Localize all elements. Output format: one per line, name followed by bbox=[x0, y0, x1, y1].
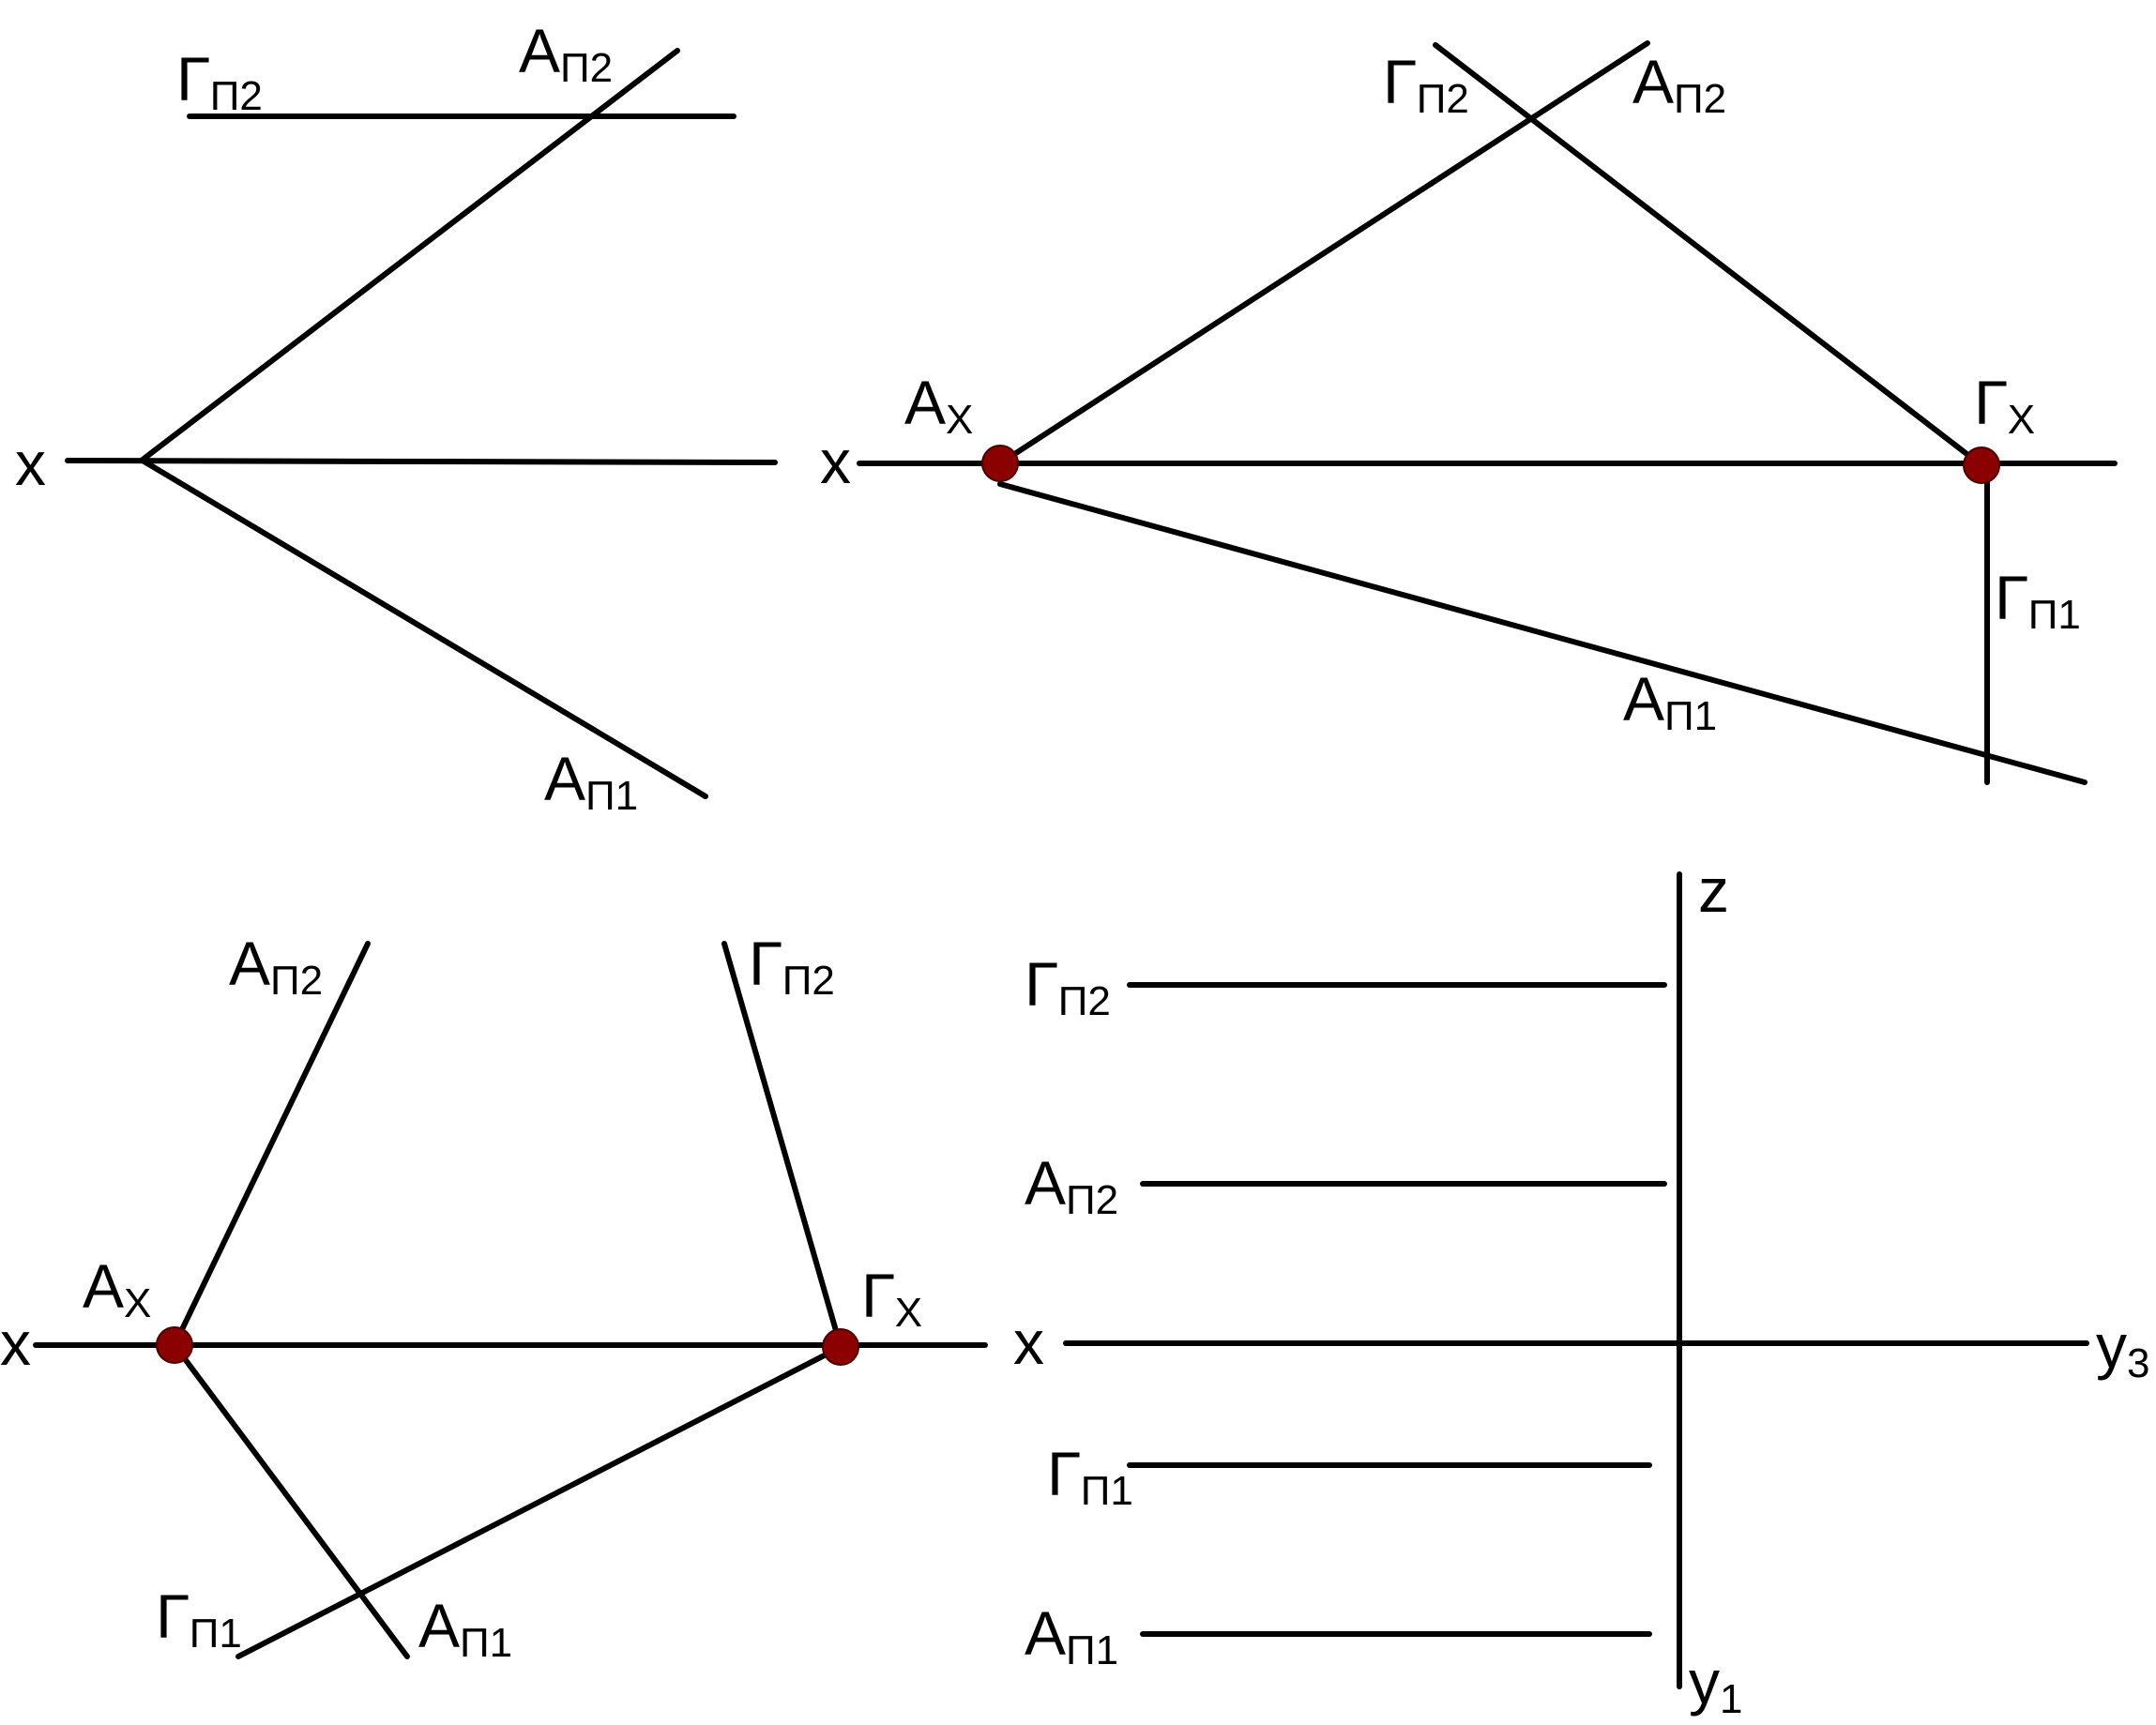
d3-g-p2-label: ГП2 bbox=[749, 929, 835, 1004]
d3-a-p1-label: АП1 bbox=[418, 1591, 512, 1666]
d2-g-p2-trace bbox=[1433, 42, 1984, 468]
d3-g-p2-trace bbox=[721, 941, 843, 1350]
d3-g-p1-trace bbox=[235, 1344, 843, 1659]
d2-g-x-point bbox=[1963, 446, 2000, 484]
diagram-1: x ГП2 АП2 АП1 bbox=[15, 16, 778, 819]
diagram-4: z x y3 y1 ГП2 АП2 ГП1 АП1 bbox=[1013, 855, 2149, 1722]
d2-g-p2-label: ГП2 bbox=[1383, 47, 1469, 122]
d4-a-p1-label: АП1 bbox=[1025, 1598, 1118, 1673]
d1-x-axis-label: x bbox=[15, 429, 46, 498]
d2-a-p1-label: АП1 bbox=[1623, 664, 1717, 739]
d3-a-x-point bbox=[156, 1326, 193, 1364]
d4-z-axis-label: z bbox=[1698, 855, 1729, 925]
d3-g-p1-label: ГП1 bbox=[156, 1581, 242, 1657]
d1-x-axis-line bbox=[65, 458, 778, 465]
d4-g-p1-label: ГП1 bbox=[1047, 1439, 1133, 1514]
d4-y3-axis-label: y3 bbox=[2096, 1311, 2149, 1386]
d1-a-p1-label: АП1 bbox=[544, 744, 638, 819]
diagram-3: x АП2 ГП2 АX ГX ГП1 АП1 bbox=[0, 929, 988, 1666]
d4-y1-axis-label: y1 bbox=[1689, 1647, 1742, 1722]
d1-g-p2-label: ГП2 bbox=[176, 44, 263, 119]
d4-g-p2-label: ГП2 bbox=[1025, 949, 1111, 1024]
d2-g-p1-label: ГП1 bbox=[1995, 563, 2081, 638]
d2-a-p2-trace bbox=[997, 40, 1650, 466]
d3-a-x-label: АX bbox=[83, 1251, 151, 1326]
d2-g-x-label: ГX bbox=[1974, 368, 2035, 443]
d3-a-p2-trace bbox=[172, 941, 371, 1348]
d4-a-p2-label: АП2 bbox=[1025, 1148, 1118, 1223]
d2-a-p1-trace bbox=[997, 481, 2088, 785]
d2-a-p2-label: АП2 bbox=[1632, 47, 1726, 122]
d3-x-axis-label: x bbox=[0, 1309, 31, 1378]
d2-x-axis-label: x bbox=[820, 427, 851, 496]
d1-a-p2-trace bbox=[140, 48, 680, 462]
d4-x-axis-label: x bbox=[1013, 1308, 1044, 1377]
d3-a-p2-label: АП2 bbox=[229, 929, 323, 1004]
d2-a-x-point bbox=[981, 445, 1019, 482]
d2-a-x-label: АX bbox=[904, 368, 973, 443]
diagram-2: x ГП2 АП2 АX ГX ГП1 АП1 bbox=[820, 40, 2118, 785]
d1-a-p1-trace bbox=[140, 458, 708, 799]
d3-a-p1-trace bbox=[172, 1342, 410, 1659]
d3-g-x-label: ГX bbox=[861, 1261, 922, 1336]
d1-a-p2-label: АП2 bbox=[519, 16, 613, 91]
d3-g-x-point bbox=[822, 1328, 859, 1366]
